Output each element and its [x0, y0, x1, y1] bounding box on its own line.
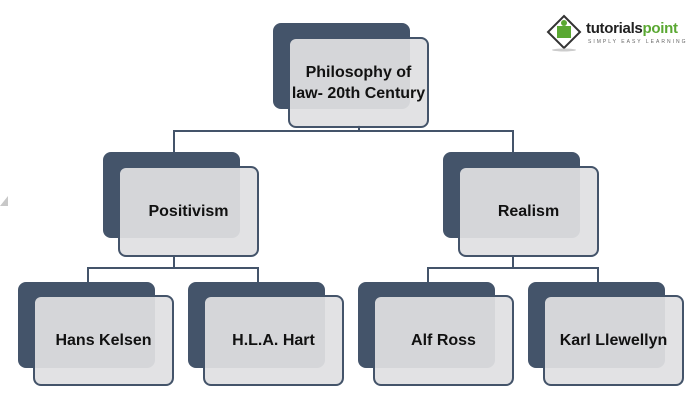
node-root: Philosophy of law- 20th Century — [288, 37, 429, 128]
node-label: Hans Kelsen — [55, 332, 152, 349]
connector — [427, 267, 599, 269]
connector — [173, 130, 514, 132]
node-hla-hart: H.L.A. Hart — [203, 295, 344, 386]
connector — [257, 267, 259, 283]
node-positivism: Positivism — [118, 166, 259, 257]
connector — [87, 267, 259, 269]
node-label: H.L.A. Hart — [232, 332, 315, 349]
node-label: Alf Ross — [411, 332, 476, 349]
logo-text-b: point — [642, 20, 678, 37]
connector — [358, 125, 360, 131]
connector — [427, 267, 429, 283]
node-label: Philosophy of law- 20th Century — [291, 63, 426, 102]
tutorialspoint-logo: tutorialspoint SIMPLY EASY LEARNING — [546, 14, 696, 54]
logo-tagline: SIMPLY EASY LEARNING — [588, 39, 688, 45]
node-hans-kelsen: Hans Kelsen — [33, 295, 174, 386]
node-realism: Realism — [458, 166, 599, 257]
node-label: Positivism — [148, 203, 229, 220]
node-karl-llewellyn: Karl Llewellyn — [543, 295, 684, 386]
connector — [512, 130, 514, 154]
connector — [173, 130, 175, 154]
corner-triangle-icon — [0, 196, 8, 206]
node-alf-ross: Alf Ross — [373, 295, 514, 386]
node-label: Karl Llewellyn — [559, 332, 668, 349]
connector — [512, 255, 514, 268]
connector — [597, 267, 599, 283]
connector — [87, 267, 89, 283]
logo-text-a: tutorials — [586, 20, 643, 37]
logo-diamond-icon — [546, 14, 582, 52]
node-label: Realism — [497, 203, 560, 220]
connector — [173, 255, 175, 268]
